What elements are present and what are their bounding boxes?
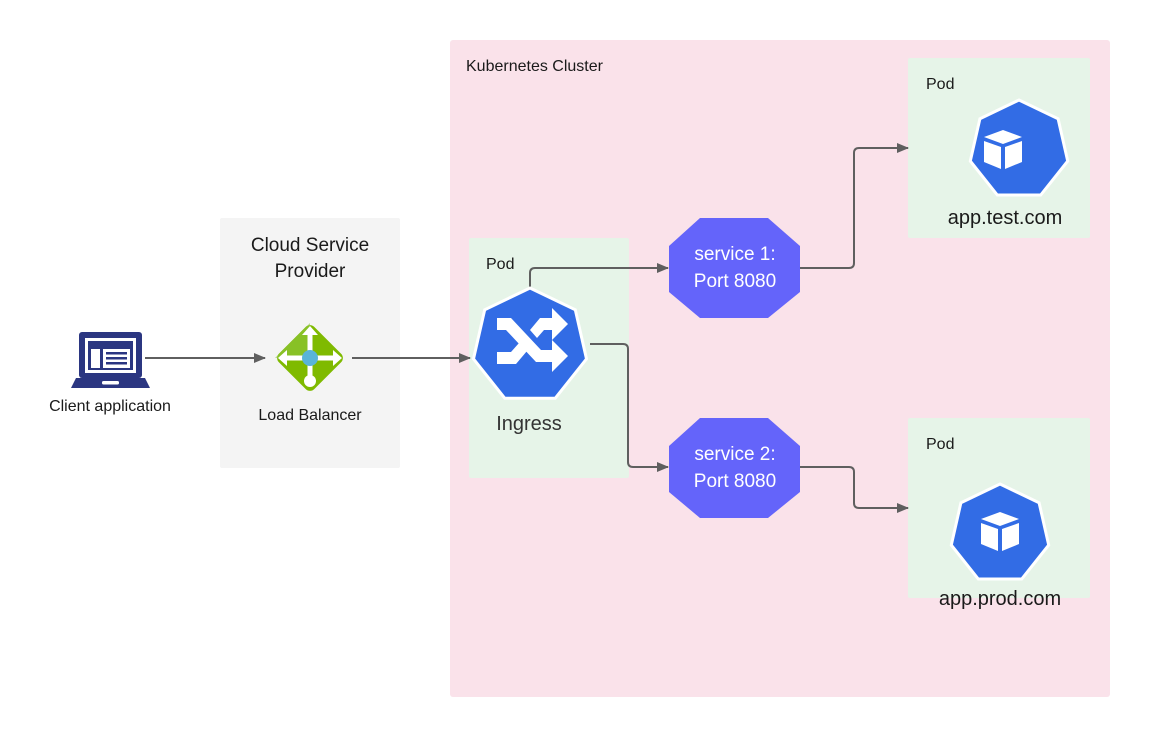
pod-cube-icon bbox=[968, 98, 1070, 197]
connector-service2-to-prod-pod bbox=[800, 466, 909, 513]
prod-pod-label: Pod bbox=[926, 436, 955, 453]
service-2-shape bbox=[669, 418, 800, 518]
connector-ingress-to-service1 bbox=[529, 263, 669, 298]
service-1-shape bbox=[669, 218, 800, 318]
service-2-line2: Port 8080 bbox=[694, 471, 776, 492]
cloud-provider-title-line2: Provider bbox=[274, 261, 346, 282]
test-pod-host: app.test.com bbox=[947, 207, 1063, 229]
load-balancer-icon bbox=[275, 323, 343, 391]
connector-ingress-to-service2 bbox=[590, 343, 669, 472]
service-1-node[interactable]: service 1: Port 8080 bbox=[669, 218, 800, 318]
pod-cube-icon bbox=[949, 482, 1051, 581]
service-2-line1: service 2: bbox=[694, 444, 775, 465]
service-1-line2: Port 8080 bbox=[694, 271, 776, 292]
cloud-provider-title-line1: Cloud Service bbox=[250, 235, 370, 256]
client-application-label: Client application bbox=[49, 398, 171, 415]
cluster-title: Kubernetes Cluster bbox=[466, 58, 603, 76]
load-balancer-label: Load Balancer bbox=[258, 407, 362, 424]
prod-pod-host: app.prod.com bbox=[938, 588, 1062, 610]
test-pod-label: Pod bbox=[926, 76, 955, 93]
ingress-icon bbox=[471, 286, 589, 400]
laptop-icon bbox=[71, 332, 150, 388]
connector-service1-to-test-pod bbox=[800, 143, 909, 269]
service-2-node[interactable]: service 2: Port 8080 bbox=[669, 418, 800, 518]
cluster-title-text: Kubernetes Cluster bbox=[466, 58, 603, 75]
cloud-provider-title: Cloud Service Provider bbox=[220, 233, 400, 285]
service-1-line1: service 1: bbox=[694, 244, 775, 265]
ingress-label: Ingress bbox=[496, 413, 562, 435]
ingress-pod-label: Pod bbox=[486, 256, 515, 273]
